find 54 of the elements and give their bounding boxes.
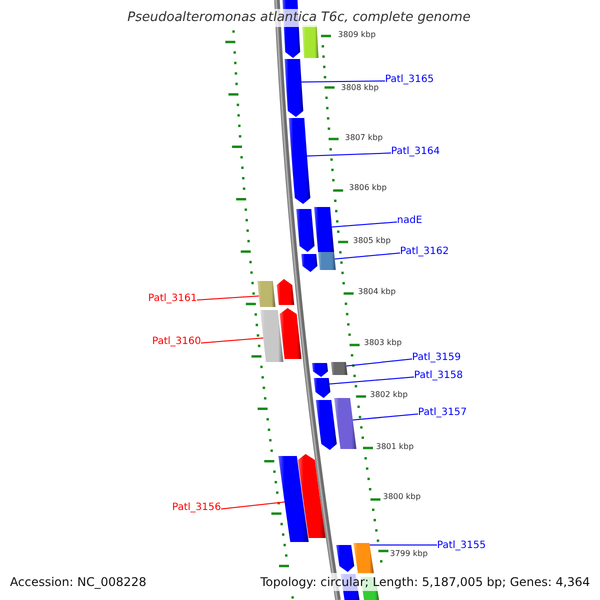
gene-block <box>288 118 310 204</box>
scale-label: 3805 kbp <box>353 236 391 246</box>
gene-label: Patl_3164 <box>391 146 440 158</box>
scale-label: 3803 kbp <box>364 338 402 348</box>
gene-label: Patl_3161 <box>148 293 197 305</box>
scale-label: 3801 kbp <box>376 442 414 452</box>
gene-block <box>330 362 348 375</box>
leader-line <box>300 80 386 82</box>
gene-label: Patl_3160 <box>152 336 201 348</box>
gene-block <box>298 454 326 538</box>
leader-line <box>200 338 264 344</box>
gene-label: Patl_3159 <box>412 352 461 364</box>
gene-block <box>296 209 315 252</box>
gene-block <box>257 281 276 307</box>
gene-label: Patl_3162 <box>400 246 449 258</box>
gene-label: Patl_3155 <box>437 540 486 552</box>
scale-label: 3800 kbp <box>383 492 421 502</box>
leader-line <box>196 296 260 300</box>
scale-label: 3807 kbp <box>345 133 383 143</box>
gene-block <box>312 363 328 377</box>
scale-label: 3804 kbp <box>358 287 396 297</box>
gene-label: Patl_3165 <box>385 74 434 86</box>
gene-block <box>284 59 304 117</box>
leader-line <box>346 358 412 366</box>
gene-block <box>302 25 319 58</box>
leader-line <box>306 152 392 156</box>
gene-label: nadE <box>397 215 422 227</box>
gene-label: Patl_3156 <box>172 502 221 514</box>
gene-label: Patl_3158 <box>414 370 463 382</box>
accession-text: Accession: NC_008228 <box>10 574 146 590</box>
scale-label: 3806 kbp <box>349 183 387 193</box>
diagram-title: Pseudoalteromonas atlantica T6c, complete genome <box>125 9 473 27</box>
gene-block <box>353 543 374 574</box>
scale-label: 3808 kbp <box>341 83 379 93</box>
genome-info-text: Topology: circular; Length: 5,187,005 bp; Genes: 4,364 <box>260 572 590 592</box>
leader-line <box>220 502 286 510</box>
gene-block <box>301 254 318 272</box>
gene-label: Patl_3157 <box>418 407 467 419</box>
scale-label: 3802 kbp <box>370 390 408 400</box>
scale-label: 3809 kbp <box>338 30 376 40</box>
gene-block <box>334 398 356 449</box>
leader-line <box>369 544 438 546</box>
scale-label: 3799 kbp <box>390 549 428 559</box>
leader-line <box>331 222 398 228</box>
gene-block <box>280 308 302 359</box>
gene-block <box>336 545 354 572</box>
leader-line <box>352 414 418 420</box>
gene-block <box>314 378 330 398</box>
gene-block <box>278 456 309 542</box>
gene-block <box>276 279 294 305</box>
gene-block <box>260 310 284 362</box>
leader-line <box>328 376 414 384</box>
gene-block <box>316 400 337 450</box>
leader-line <box>334 252 400 260</box>
